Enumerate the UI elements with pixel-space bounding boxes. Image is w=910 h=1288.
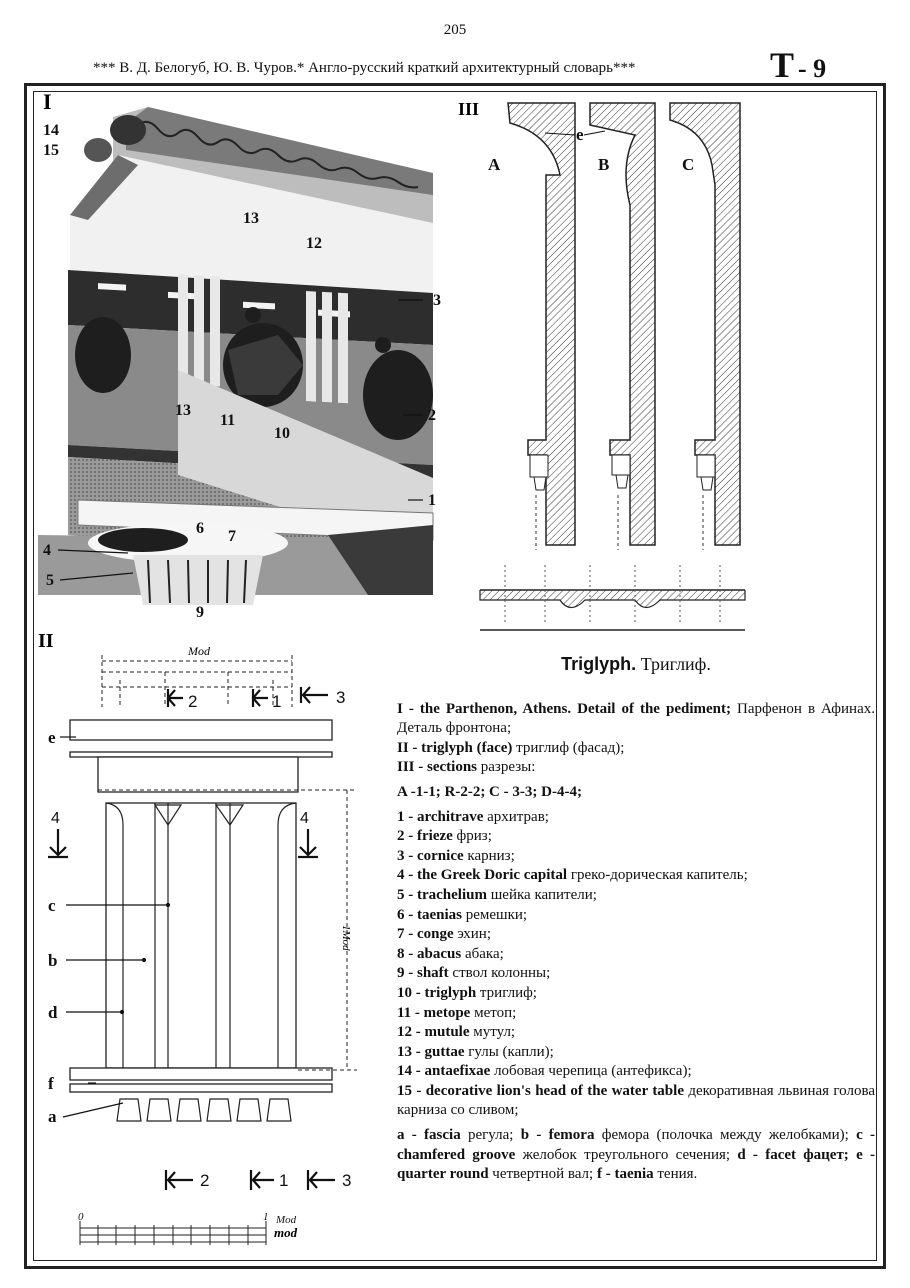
caption-term: Triglyph.	[561, 654, 637, 674]
scale-mod: Mod	[275, 1214, 297, 1226]
module-label: 1Mod	[340, 925, 352, 951]
page-code: T- 9	[770, 44, 826, 86]
figure-I-label: I	[43, 89, 52, 114]
callout-1: 1	[428, 492, 436, 509]
legend-extra: a - fascia регула; b - femora фемора (по…	[397, 1127, 875, 1183]
running-head: *** В. Д. Белогуб, Ю. В. Чуров.* Англо-р…	[93, 60, 636, 76]
callout-12: 12	[306, 235, 322, 252]
callout-7: 7	[228, 528, 236, 545]
callout-9: 9	[196, 604, 204, 621]
legend-item: III - sections разрезы:	[397, 759, 536, 776]
arrow-right-4: 4	[300, 810, 309, 827]
page-code-letter: T	[770, 45, 795, 85]
figure-caption: Triglyph. Триглиф.	[397, 654, 875, 675]
scale-one: 1	[263, 1211, 269, 1223]
legend-item: 3 - cornice карниз;	[397, 847, 515, 864]
callout-3: 3	[433, 292, 441, 309]
figure-II-label: II	[38, 630, 54, 652]
callout-4: 4	[43, 542, 51, 559]
section-C-label: C	[682, 155, 694, 174]
legend-item: 14 - antaefixae лобовая черепица (антефи…	[397, 1063, 692, 1080]
figure-triglyph-face: II Mod 2 1 3	[38, 630, 357, 1245]
callout-15: 15	[43, 142, 59, 159]
legend-item: 8 - abacus абака;	[397, 945, 504, 962]
legend-item: 11 - metope метоп;	[397, 1004, 517, 1021]
legend-item: A -1-1; R-2-2; C - 3-3; D-4-4;	[397, 783, 582, 800]
label-a: a	[48, 1107, 57, 1126]
page-code-number: - 9	[798, 54, 827, 83]
callout-6: 6	[196, 520, 204, 537]
legend-item: 1 - architrave архитрав;	[397, 808, 549, 825]
legend-item: 2 - frieze фриз;	[397, 828, 492, 845]
page-frame-inner	[33, 91, 877, 1261]
scale-zero: 0	[78, 1211, 84, 1223]
legend-item: 13 - guttae гулы (капли);	[397, 1043, 554, 1060]
figure-sections: III A B C e	[458, 99, 746, 631]
page-frame-outer	[24, 83, 886, 1269]
callout-13-top: 13	[243, 210, 259, 227]
legend-item: II - triglyph (face) триглиф (фасад);	[397, 739, 625, 756]
callout-10: 10	[274, 425, 290, 442]
section-A-label: A	[488, 155, 501, 174]
legend: Triglyph. Триглиф. I - the Parthenon, At…	[397, 654, 875, 1185]
callout-2: 2	[428, 407, 436, 424]
arrow-top-2: 2	[188, 692, 197, 711]
legend-item: 9 - shaft ствол колонны;	[397, 965, 551, 982]
legend-item: 12 - mutule мутул;	[397, 1024, 516, 1041]
callout-11: 11	[220, 412, 235, 429]
legend-item: 6 - taenias ремешки;	[397, 906, 528, 923]
label-b: b	[48, 951, 57, 970]
legend-item: I - the Parthenon, Athens. Detail of the…	[397, 700, 875, 737]
callout-5: 5	[46, 572, 54, 589]
section-B-label: B	[598, 155, 609, 174]
caption-translation: Триглиф.	[640, 654, 711, 674]
callout-14: 14	[43, 122, 59, 139]
legend-item: 15 - decorative lion's head of the water…	[397, 1082, 875, 1119]
legend-item: 4 - the Greek Doric capital греко-дориче…	[397, 867, 748, 884]
label-e: e	[48, 728, 56, 747]
callout-13-bottom: 13	[175, 402, 191, 419]
mod-label: Mod	[187, 644, 211, 658]
legend-item: 7 - conge эхин;	[397, 926, 491, 943]
page-number: 205	[443, 22, 467, 38]
arrow-left-4: 4	[51, 810, 60, 827]
arrow-bottom-3: 3	[342, 1171, 351, 1190]
figure-parthenon-detail: I 14 15 13 12 3 13 11 10 2 1 4 6 7 5 9	[38, 89, 441, 621]
arrow-bottom-1: 1	[279, 1171, 288, 1190]
figure-III-label: III	[458, 99, 479, 119]
legend-item: 10 - triglyph триглиф;	[397, 984, 537, 1001]
arrow-top-1: 1	[272, 692, 281, 711]
arrow-bottom-2: 2	[200, 1171, 209, 1190]
label-f: f	[48, 1074, 54, 1093]
section-e-label: e	[576, 125, 584, 144]
label-c: c	[48, 896, 56, 915]
label-d: d	[48, 1003, 58, 1022]
scale-mod-bold: mod	[274, 1225, 298, 1240]
legend-item: 5 - trachelium шейка капители;	[397, 886, 597, 903]
arrow-top-3: 3	[336, 688, 345, 707]
